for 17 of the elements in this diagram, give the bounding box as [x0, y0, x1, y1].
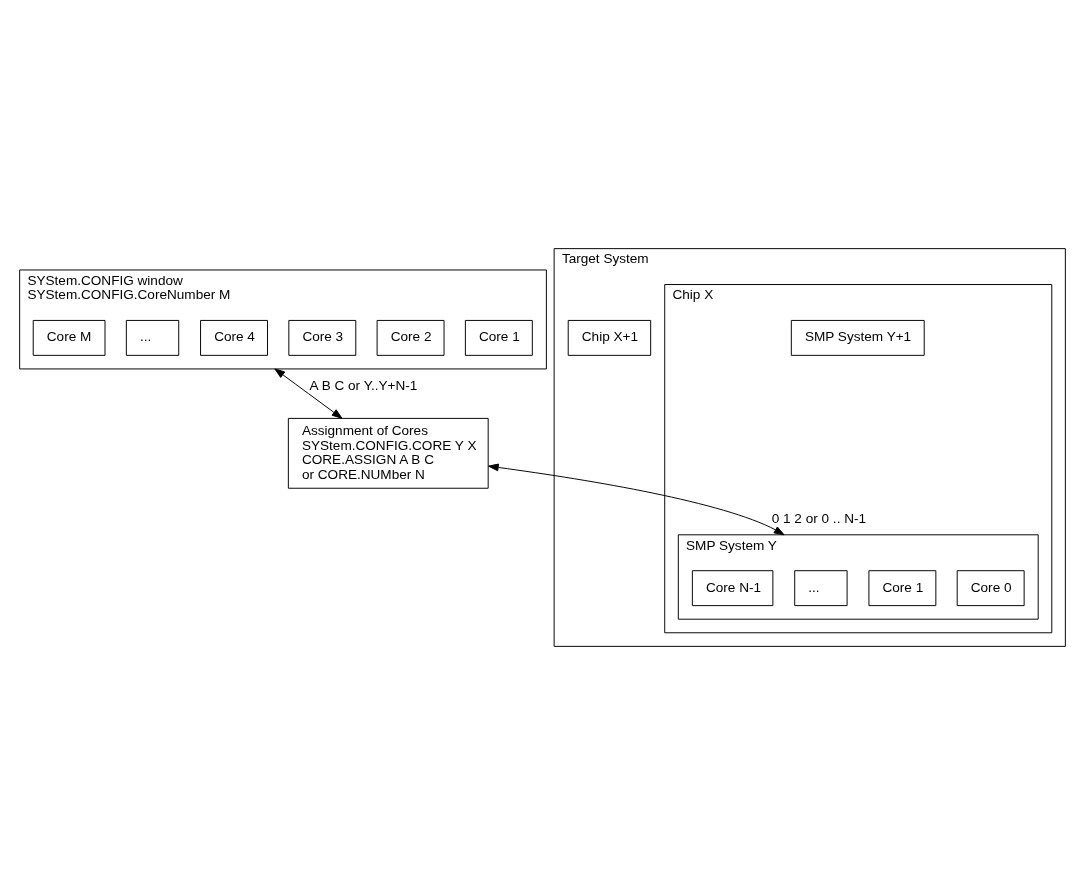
edge-label: 0 1 2 or 0 .. N-1	[771, 511, 867, 527]
node-box: SMP System Y+1	[790, 319, 925, 356]
node-box: Core 4	[200, 319, 268, 356]
arrow	[274, 368, 343, 419]
node-box: Chip X+1	[567, 319, 652, 356]
arrow	[488, 463, 785, 536]
node-box: Core M	[32, 319, 106, 356]
edge-label: A B C or Y..Y+N-1	[309, 378, 418, 394]
node-box: Core 3	[288, 319, 357, 356]
node-box: Core 2	[376, 319, 445, 356]
node-box: Assignment of Cores SYStem.CONFIG.CORE Y X CORE.ASSIGN A B C or CORE.NUMber N	[287, 417, 489, 489]
node-box: Core 1	[868, 570, 937, 607]
node-box: Core 0	[956, 570, 1025, 607]
node-box: ...	[125, 319, 180, 356]
node-box: ...	[794, 570, 848, 607]
node-box: Core N-1	[691, 570, 774, 607]
node-box: Core 1	[464, 319, 533, 356]
